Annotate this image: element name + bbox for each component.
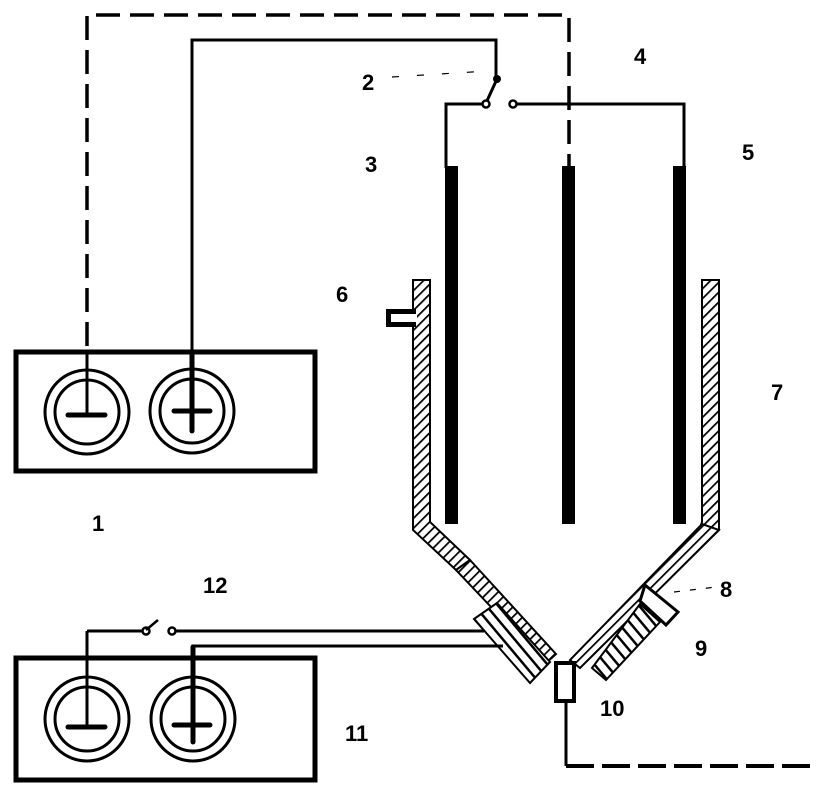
label-6: 6 (336, 282, 348, 307)
negative-terminal-11[interactable] (43, 631, 131, 763)
label-5: 5 (742, 140, 754, 165)
switch-12[interactable] (141, 619, 177, 636)
leader-line-8 (673, 586, 717, 593)
label-4: 4 (634, 44, 647, 69)
electrode-3 (445, 166, 458, 524)
solid-wire-upper (190, 38, 498, 380)
bottom-outlet-10 (554, 661, 576, 703)
label-3: 3 (365, 152, 377, 177)
label-8: 8 (720, 577, 732, 602)
positive-terminal-1[interactable] (148, 349, 236, 455)
power-supply-1 (13, 349, 318, 474)
bottom-block-9 (472, 601, 662, 685)
label-2: 2 (362, 70, 374, 95)
label-1: 1 (92, 511, 104, 536)
label-10: 10 (600, 696, 624, 721)
leader-line-2 (391, 70, 489, 78)
electrode-4 (562, 166, 575, 524)
wire-right-electrode (517, 102, 686, 168)
switch-2[interactable] (481, 75, 518, 109)
label-12: 12 (203, 573, 227, 598)
label-7: 7 (771, 380, 783, 405)
negative-terminal-1[interactable] (43, 352, 131, 456)
electrode-5 (673, 166, 686, 524)
dashed-wire-upper (85, 13, 571, 380)
nozzle-fitting-8 (638, 582, 681, 628)
inlet-port-6 (386, 309, 417, 327)
label-9: 9 (695, 636, 707, 661)
label-11: 11 (345, 721, 368, 746)
lower-wire-positive (191, 644, 503, 648)
power-supply-11 (13, 631, 318, 783)
wire-left-electrode (444, 102, 482, 168)
positive-terminal-11[interactable] (149, 644, 237, 763)
